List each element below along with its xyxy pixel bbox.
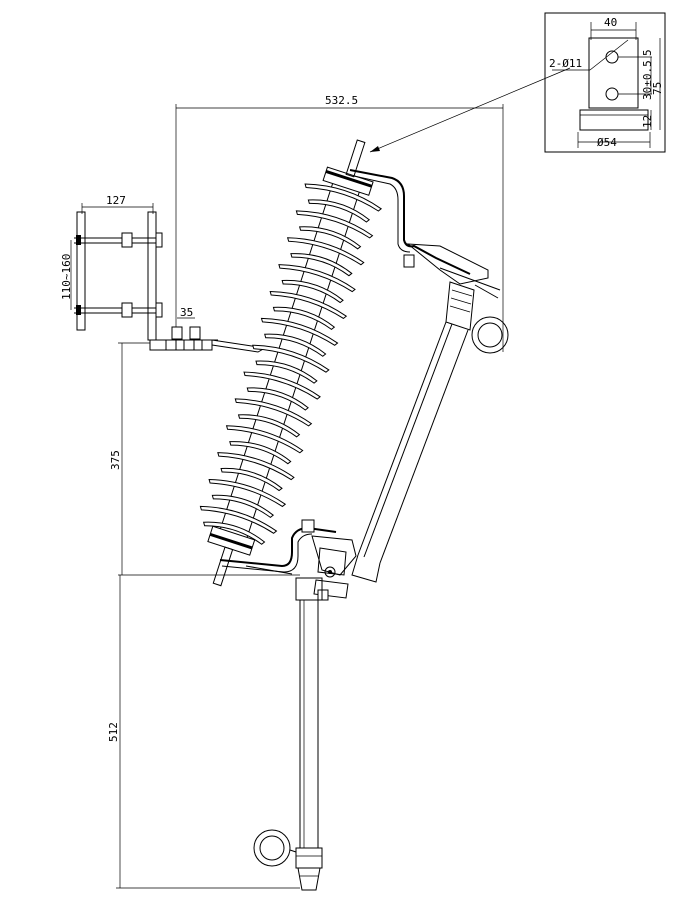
- porcelain-insulator: [199, 139, 383, 587]
- insulator-shed: [264, 333, 327, 357]
- detail-top-offset: 5: [641, 49, 654, 56]
- detail-view: 40 2-Ø11 Ø54 30±0.5 75 12 5: [544, 12, 666, 153]
- insulator-shed: [199, 505, 278, 534]
- insulator-shed: [290, 253, 353, 277]
- lower-tube: [253, 577, 323, 891]
- insulator-shed: [260, 317, 339, 346]
- detail-base-flange: [579, 109, 649, 131]
- insulator-shed: [269, 290, 348, 320]
- top-width-label: 532.5: [325, 94, 358, 107]
- detail-base-height-label: 12: [641, 115, 654, 128]
- insulator-shed: [217, 452, 295, 481]
- vertical-dimensions: 375 512: [107, 342, 300, 889]
- insulator-shed: [252, 344, 330, 373]
- insulator-shed: [243, 371, 321, 400]
- detail-frame: [544, 12, 666, 153]
- insulator-shed: [295, 210, 374, 239]
- lower-contact: [219, 519, 357, 601]
- detail-height-label: 75: [651, 82, 664, 95]
- detail-width-label: 40: [604, 16, 617, 29]
- detail-hole-spacing-label: 30±0.5: [641, 60, 654, 100]
- upper-contact: [349, 169, 509, 354]
- top-width-dimension: 532.5: [175, 94, 504, 352]
- insulator-shed: [229, 441, 292, 465]
- lower-height-label: 512: [107, 722, 120, 742]
- bracket-width-label: 127: [106, 194, 126, 207]
- mounting-bracket: 127 110~160 35: [60, 194, 266, 353]
- insulator-shed: [281, 279, 344, 304]
- insulator-shed: [255, 360, 318, 384]
- detail-leader: [369, 67, 571, 153]
- fuse-tube: [351, 321, 469, 583]
- insulator-shed: [286, 237, 365, 266]
- insulator-shed: [272, 306, 336, 331]
- detail-hole-label: 2-Ø11: [549, 57, 582, 70]
- insulator-shed: [307, 199, 371, 223]
- detail-base-diameter-label: Ø54: [597, 136, 617, 149]
- upper-pull-ring: [471, 316, 509, 354]
- insulator-shed: [208, 478, 287, 508]
- lower-pull-ring: [253, 829, 291, 867]
- insulator-shed: [225, 425, 304, 454]
- insulator-shed: [237, 414, 301, 438]
- insulator-shed: [220, 467, 283, 492]
- insulator-shed: [211, 494, 275, 519]
- bolt-spacing-label: 35: [180, 306, 193, 319]
- insulator-shed: [278, 264, 356, 293]
- insulator-shed: [298, 226, 362, 250]
- bracket-range-label: 110~160: [60, 254, 73, 300]
- insulator-shed: [234, 398, 313, 427]
- detail-hole-lower: [605, 87, 619, 101]
- insulator-shed: [202, 521, 266, 545]
- insulator-shed: [304, 183, 383, 212]
- insulator-shed: [246, 387, 309, 411]
- upper-height-label: 375: [109, 450, 122, 470]
